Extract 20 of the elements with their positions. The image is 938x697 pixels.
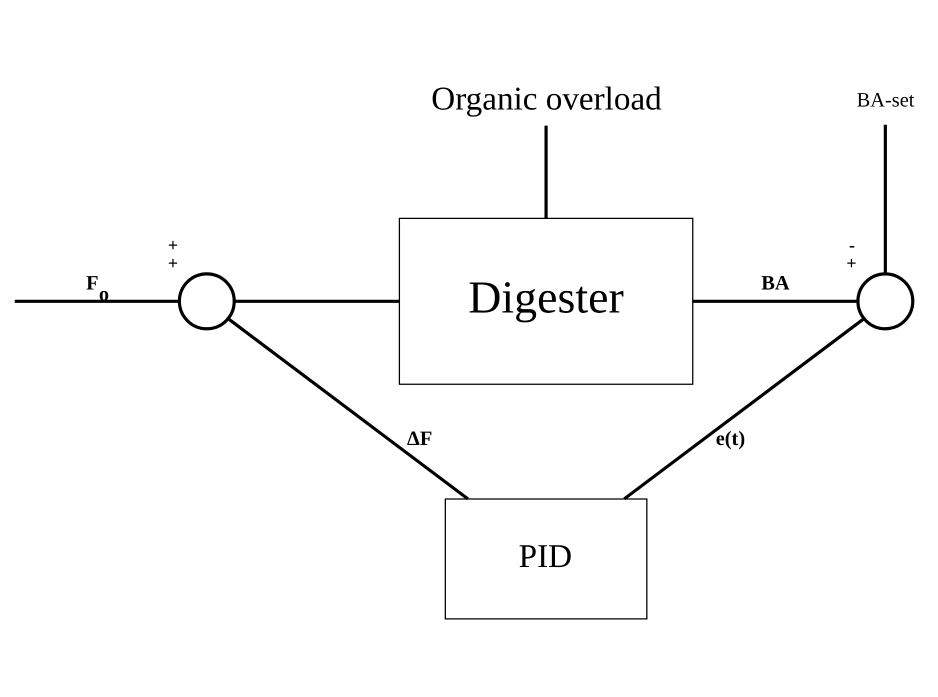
- node-circle: [178, 272, 236, 330]
- node-box: Digester: [398, 218, 694, 385]
- connector: [228, 318, 469, 500]
- node-text: Organic overload: [431, 80, 662, 118]
- connector: [234, 300, 400, 303]
- edge-label: BA: [761, 272, 790, 295]
- edge-label: ΔF: [407, 428, 432, 450]
- node-label: +: [168, 235, 178, 256]
- node-text: BA-set: [856, 90, 914, 112]
- connector: [623, 318, 865, 500]
- connector: [14, 300, 180, 303]
- node-circle: [856, 272, 914, 330]
- node-box: PID: [444, 498, 648, 620]
- node-label: +: [846, 253, 857, 274]
- connector: [884, 124, 887, 274]
- edge-label: e(t): [716, 428, 746, 450]
- node-label: -: [849, 235, 855, 256]
- connector: [544, 126, 548, 218]
- connector: [692, 300, 858, 303]
- node-label: +: [168, 253, 178, 274]
